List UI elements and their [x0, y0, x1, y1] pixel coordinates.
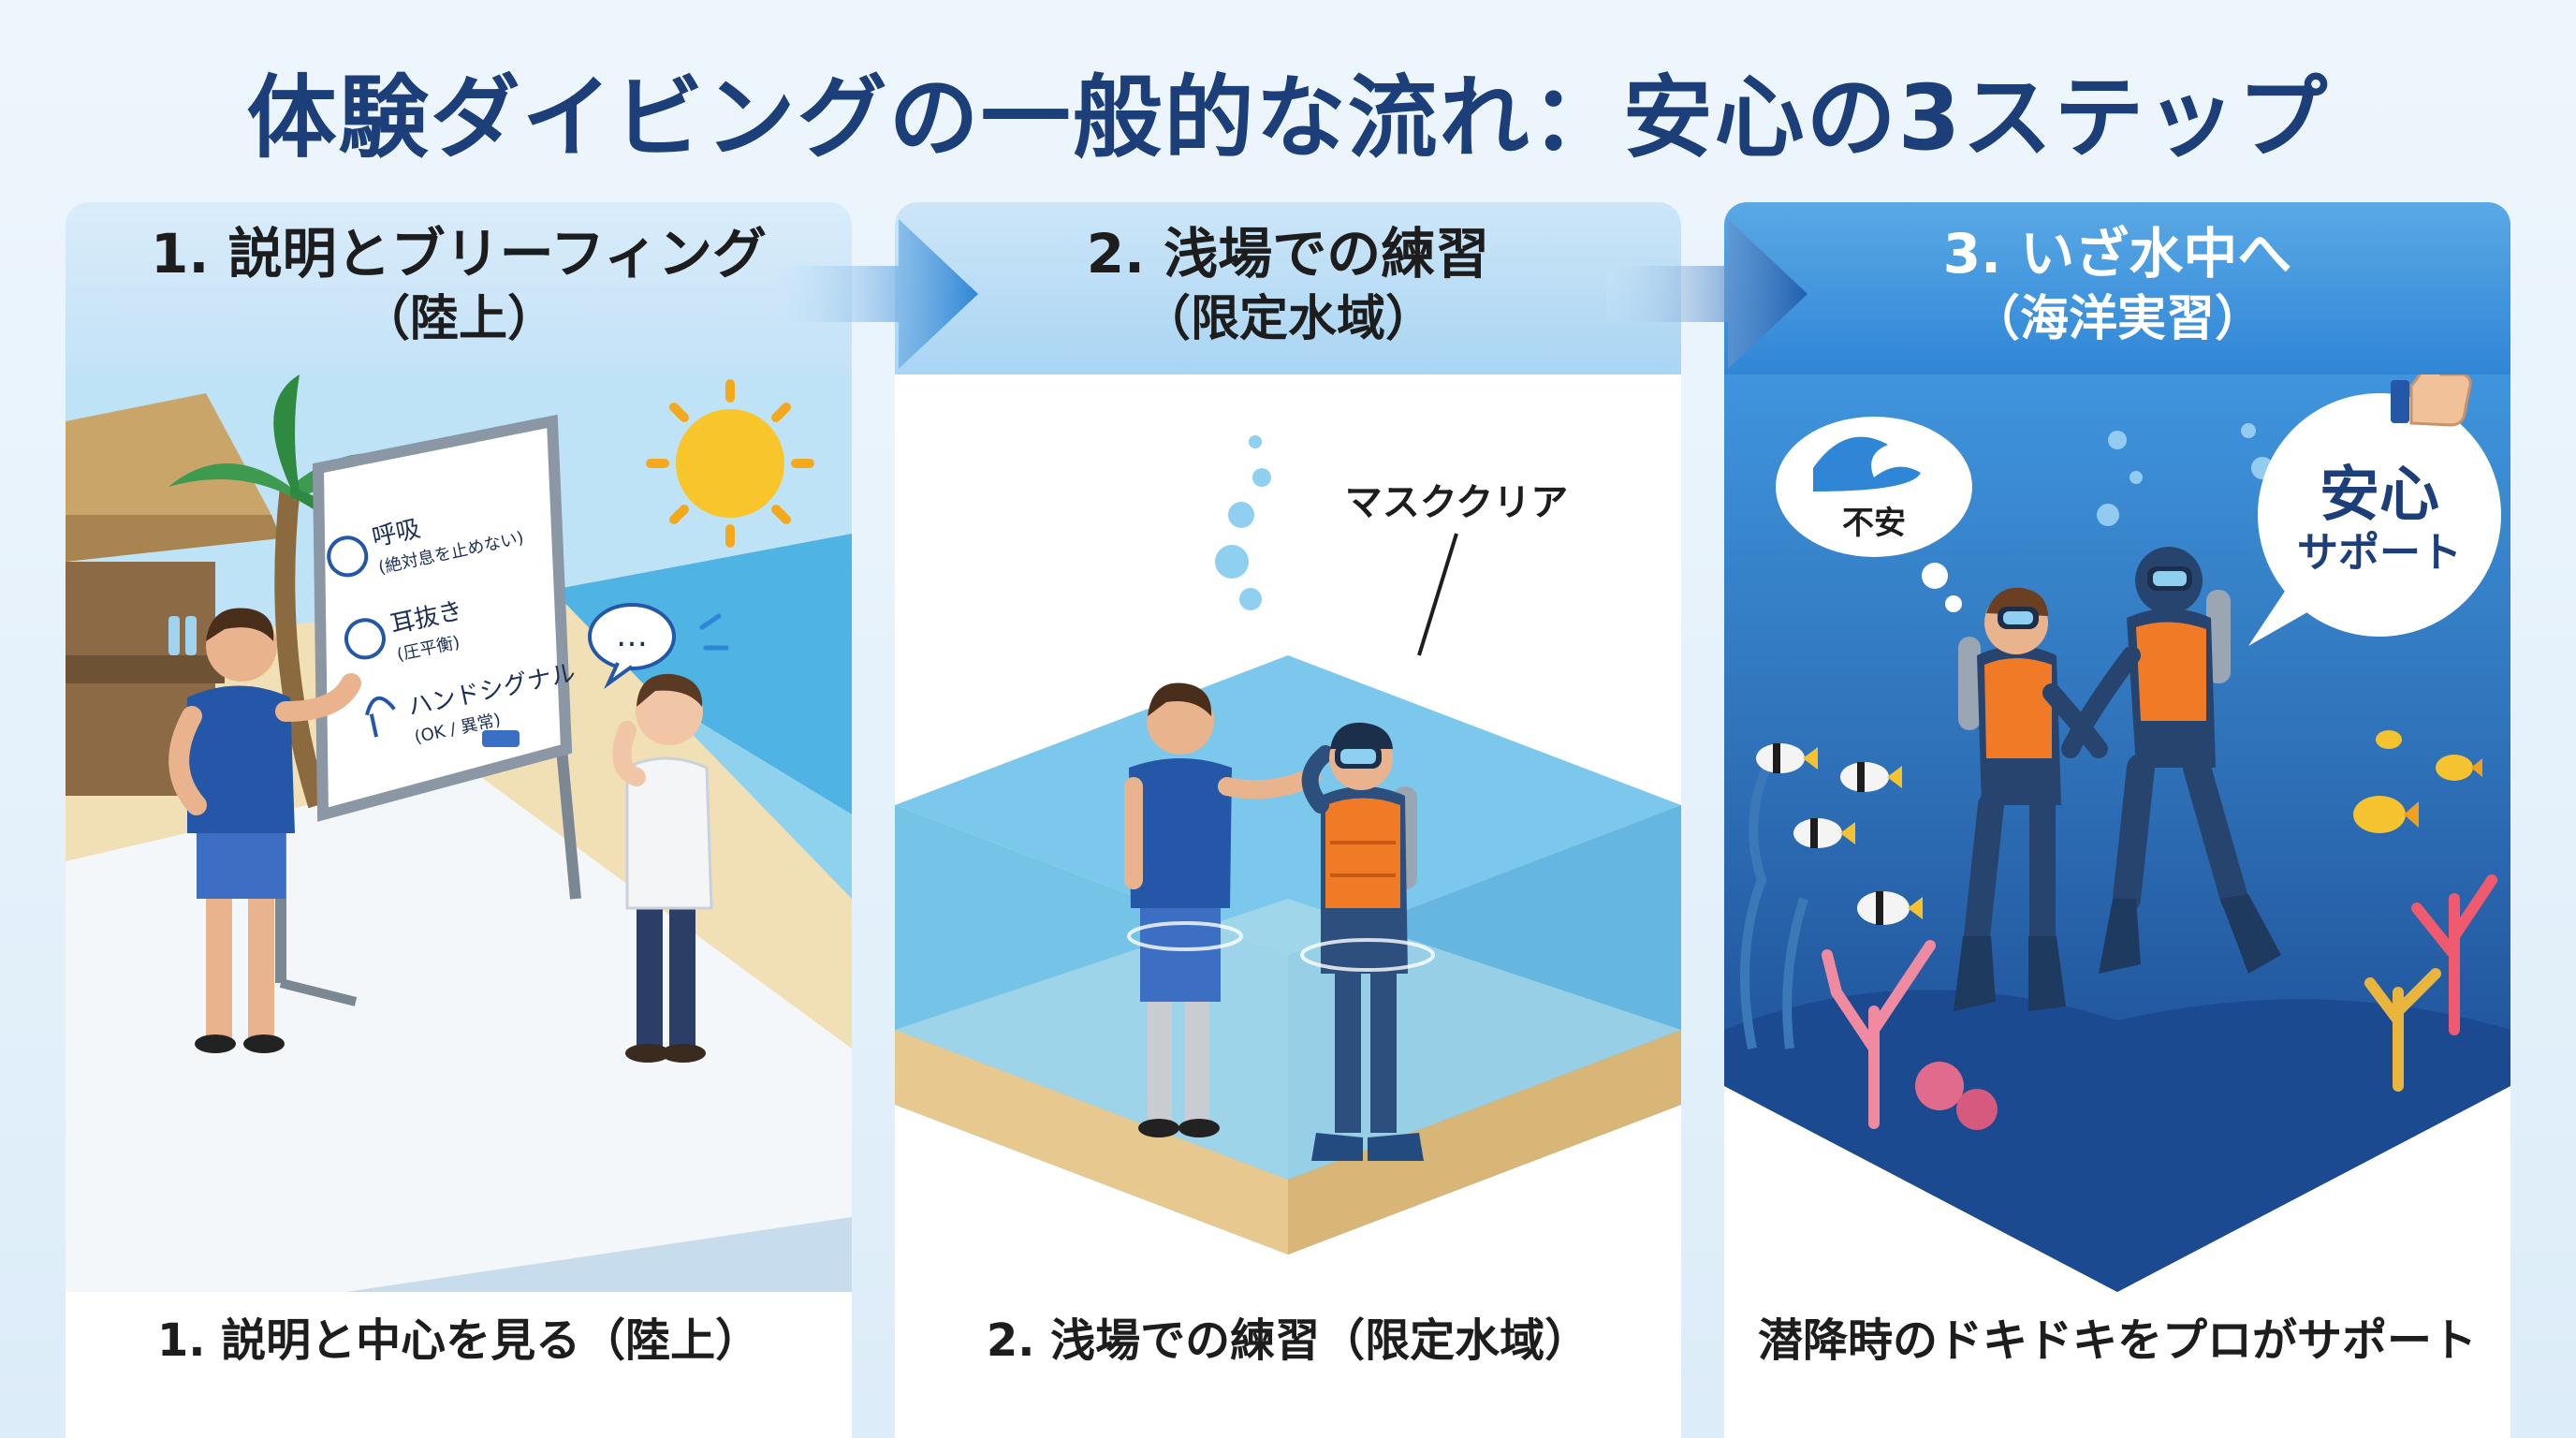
- step-heading: 3. いざ水中へ （海洋実習）: [1724, 202, 2510, 374]
- step-panel-shallow-practice: 2. 浅場での練習 （限定水域）: [895, 202, 1681, 1438]
- guest: [612, 673, 713, 1063]
- seaweed: [1740, 766, 1808, 1049]
- speech-bubble-text: …: [616, 617, 648, 654]
- step-caption: 潜降時のドキドキをプロがサポート: [1757, 1314, 2477, 1367]
- coral: [1822, 874, 2497, 1130]
- step-heading-title: 1. 説明とブリーフィング: [151, 222, 767, 286]
- worry-bubble-text: 不安: [1842, 505, 1906, 542]
- step-caption: 2. 浅場での練習（限定水域）: [986, 1314, 1590, 1367]
- support-badge: 安心 サポート: [2248, 393, 2501, 646]
- step-heading-location: （限定水域）: [1141, 291, 1434, 347]
- mask-clear-callout: マスククリア: [1345, 481, 1568, 524]
- guest-diver: [1954, 587, 2108, 1011]
- guide-diver: [2061, 547, 2281, 974]
- student-diver: [1301, 722, 1424, 1161]
- step-heading-title: 3. いざ水中へ: [1942, 222, 2292, 286]
- support-badge-title: 安心: [2320, 461, 2439, 530]
- shallow-water-illustration: マスククリア: [895, 374, 1681, 1292]
- step-heading-location: （陸上）: [360, 291, 556, 347]
- worry-thought-bubble: 不安: [1776, 417, 1972, 612]
- instructor: [168, 608, 361, 1053]
- sun-icon: [646, 379, 814, 548]
- step-heading: 1. 説明とブリーフィング （陸上）: [66, 202, 852, 374]
- page-title: 体験ダイビングの一般的な流れ：安心の3ステップ: [246, 66, 2330, 170]
- support-badge-subtitle: サポート: [2297, 529, 2462, 577]
- thumbs-up-icon: [2391, 374, 2472, 427]
- step-caption: 1. 説明と中心を見る（陸上）: [156, 1314, 761, 1367]
- whiteboard: 呼吸 (絶対息を止めない) 耳抜き (圧平衡) ハンドシグナル (OK / 異常…: [275, 414, 581, 1006]
- bubbles: [1215, 435, 1271, 610]
- briefing-illustration: 呼吸 (絶対息を止めない) 耳抜き (圧平衡) ハンドシグナル (OK / 異常…: [66, 374, 852, 1292]
- step-heading-title: 2. 浅場での練習: [1086, 222, 1490, 286]
- fish-school: [1756, 730, 2482, 925]
- speech-bubble: …: [588, 603, 729, 690]
- step-heading-location: （海洋実習）: [1970, 291, 2263, 347]
- step-panel-briefing: 1. 説明とブリーフィング （陸上）: [66, 202, 852, 1438]
- step-panel-ocean-dive: 3. いざ水中へ （海洋実習）: [1724, 202, 2510, 1438]
- wave-icon: [1813, 436, 1921, 492]
- arrow-right-icon: [1606, 219, 1808, 369]
- arrow-right-icon: [777, 219, 978, 369]
- step-heading: 2. 浅場での練習 （限定水域）: [895, 202, 1681, 374]
- ocean-dive-illustration: 不安 安心 サポート: [1724, 374, 2510, 1292]
